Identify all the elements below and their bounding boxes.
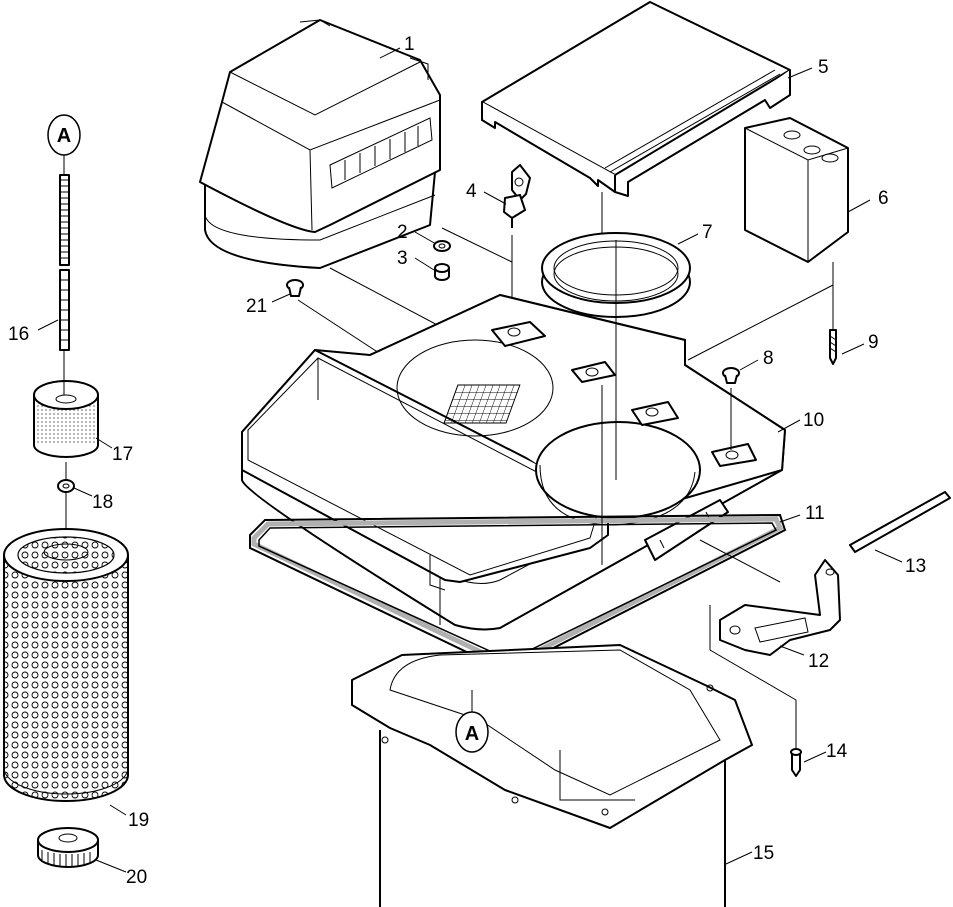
part-19-filter [3,528,129,802]
part-12-bracket [699,539,841,656]
label-part-15: 15 [753,843,774,864]
label-part-17: 17 [112,444,133,465]
part-6-box [744,117,849,330]
label-part-7: 7 [702,222,713,243]
label-part-3: 3 [397,248,408,269]
part-16-rod [59,174,70,351]
label-part-12: 12 [808,651,829,672]
svg-text:A: A [465,723,479,745]
part-2-washer [433,240,451,252]
label-part-1: 1 [404,34,415,55]
part-1-cover [199,19,441,269]
label-part-4: 4 [466,181,477,202]
label-part-11: 11 [805,503,825,524]
label-part-6: 6 [878,188,889,209]
leader-lines [37,47,903,873]
label-part-13: 13 [905,556,926,577]
part-13-pin [849,491,951,553]
part-14-screw [709,605,802,777]
part-17-cartridge [33,350,99,458]
label-part-2: 2 [397,222,408,243]
label-part-14: 14 [826,741,848,762]
label-part-19: 19 [128,810,149,831]
label-part-10: 10 [803,410,824,431]
label-part-21: 21 [246,296,267,317]
part-20-knob [37,827,99,868]
part-number-labels: 1 2 3 4 5 6 7 8 9 10 11 12 13 14 15 16 1… [8,34,926,888]
label-part-5: 5 [818,57,829,78]
label-part-9: 9 [868,332,879,353]
part-4-key [503,164,531,318]
label-part-20: 20 [126,867,147,888]
svg-text:A: A [57,125,71,147]
part-3-nut [434,263,450,281]
part-8-cap [722,367,740,450]
callout-a-base: A [455,690,489,753]
callout-a-top: A [47,114,81,175]
part-7-ring [541,232,691,318]
part-11-seal [249,513,787,670]
label-part-16: 16 [8,324,29,345]
part-15-base [351,644,753,907]
part-9-screw [687,284,837,365]
label-part-8: 8 [763,348,774,369]
label-part-18: 18 [92,492,113,513]
